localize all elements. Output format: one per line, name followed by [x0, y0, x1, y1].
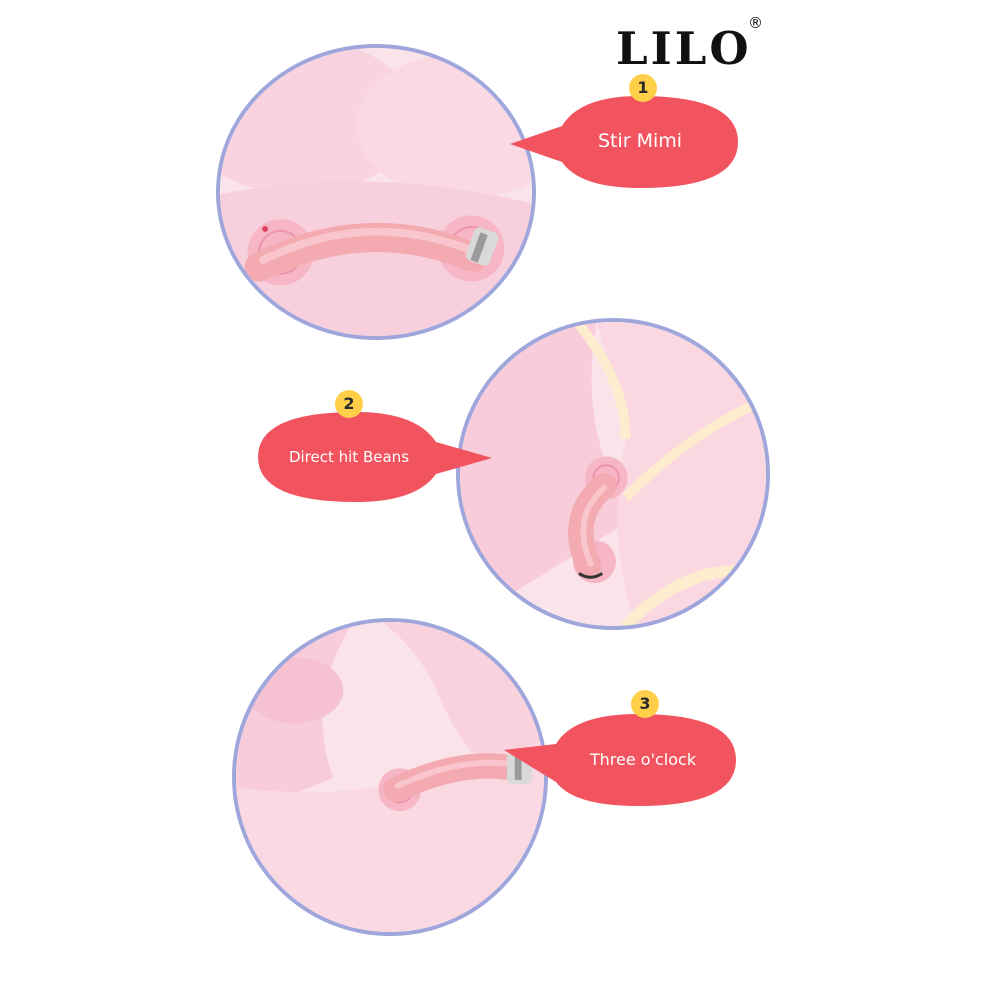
step-3-label: Three o'clock [589, 750, 697, 769]
scene-2-art [460, 322, 766, 626]
step-1-label: Stir Mimi [597, 130, 683, 152]
scene-2-illustration [456, 318, 770, 630]
step-3-badge: 3 [631, 690, 659, 718]
step-1-badge: 1 [629, 74, 657, 102]
step-2-label: Direct hit Beans [288, 448, 410, 466]
step-2-callout: Direct hit Beans [256, 408, 492, 506]
scene-1-art [220, 48, 532, 336]
scene-1-illustration [216, 44, 536, 340]
logo-text: LILO [616, 22, 752, 75]
scene-3-illustration [232, 618, 548, 936]
speech-bubble-shape [504, 714, 736, 806]
step-2-badge: 2 [335, 390, 363, 418]
speech-bubble-shape [510, 96, 738, 188]
registered-mark: ® [748, 14, 763, 32]
step-1-callout: Stir Mimi [510, 92, 740, 192]
speech-bubble-shape [258, 412, 492, 502]
scene-3-art [236, 622, 544, 932]
step-3-callout: Three o'clock [504, 710, 738, 810]
